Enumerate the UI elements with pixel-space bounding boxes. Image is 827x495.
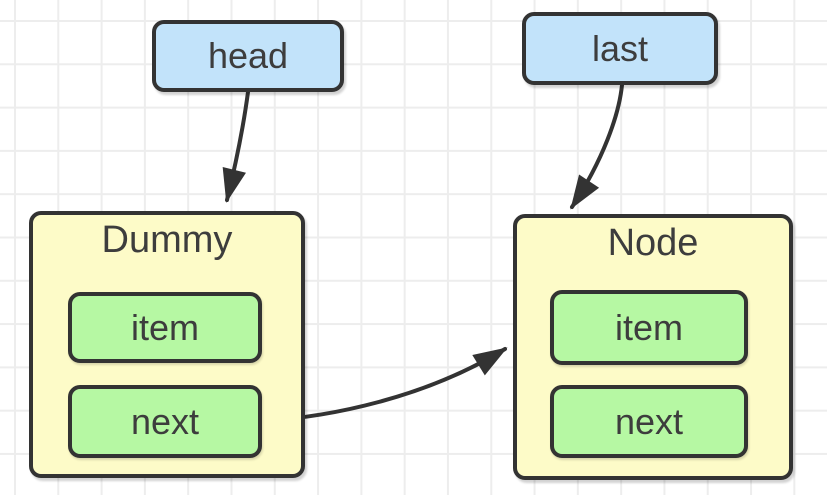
field-dummy-next-label: next	[130, 400, 200, 442]
field-dummy-item-label: item	[130, 306, 199, 348]
edge-last-to-node[interactable]	[570, 83, 624, 210]
edge-head-to-dummy[interactable]	[222, 90, 250, 203]
pointer-last-label: last	[591, 27, 649, 69]
node-dummy[interactable]: Dummy item next	[29, 211, 305, 478]
pointer-head[interactable]: head	[152, 20, 344, 92]
field-node-next[interactable]: next	[550, 385, 748, 458]
field-node-item-label: item	[614, 306, 683, 348]
field-dummy-item[interactable]: item	[68, 292, 262, 363]
pointer-last[interactable]: last	[522, 12, 718, 85]
field-dummy-next[interactable]: next	[68, 385, 262, 458]
pointer-head-label: head	[207, 35, 289, 76]
node-node-title: Node	[607, 222, 699, 264]
node-node[interactable]: Node item next	[513, 214, 793, 480]
field-node-item[interactable]: item	[550, 290, 748, 365]
field-node-next-label: next	[614, 400, 684, 442]
node-dummy-title: Dummy	[101, 219, 233, 261]
